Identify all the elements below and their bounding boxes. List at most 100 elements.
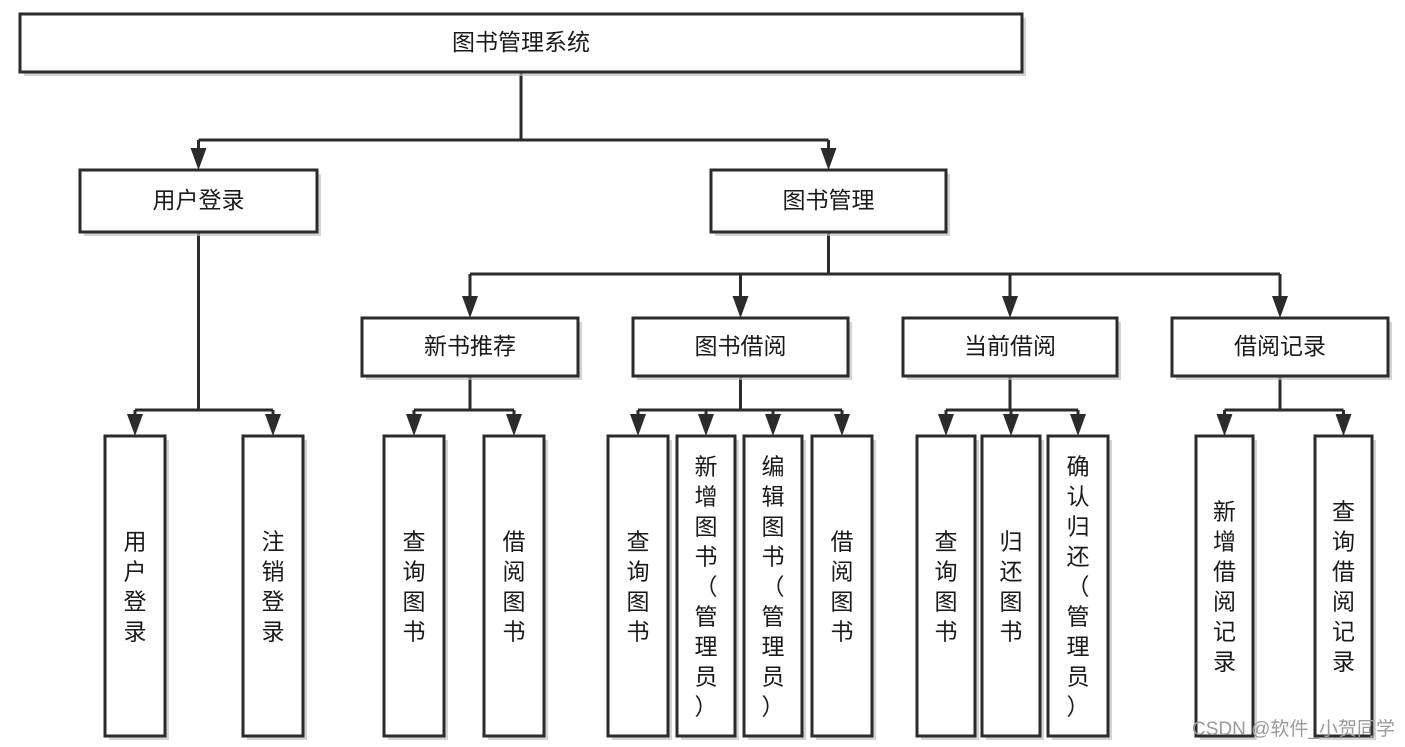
node-label-char: 新 [695,453,718,479]
node-label-char: 阅 [831,558,854,584]
node-label-char: 认 [1067,483,1090,509]
arrow-head [190,148,207,170]
node-label-char: （ [762,573,785,599]
node-box[interactable] [631,316,850,378]
node-label-char: 理 [1067,633,1090,659]
node-label-char: 记 [1213,618,1236,644]
node-label-char: 书 [831,618,854,644]
node-box[interactable] [103,434,167,738]
node-box[interactable] [1046,434,1110,738]
node-label-char: 图 [831,588,854,614]
node-box[interactable] [606,434,670,738]
arrow-head [765,414,781,436]
node-label-char: 录 [1213,648,1236,674]
node-new-book-recommend[interactable]: 新书推荐 [360,316,582,380]
node-box[interactable] [482,434,546,738]
node-box[interactable] [382,434,446,738]
node-label-char: 增 [1213,528,1236,554]
node-box[interactable] [980,434,1042,738]
node-box[interactable] [241,434,305,738]
node-label-char: 管 [762,603,785,629]
node-label: 新书推荐 [424,333,516,359]
node-label-char: 图 [695,513,718,539]
node-label-char: 记 [1332,618,1355,644]
node-label-char: ） [695,693,718,719]
node-current-borrow[interactable]: 当前借阅 [901,316,1121,380]
arrow-head [462,296,478,318]
node-label-char: 理 [695,633,718,659]
node-box[interactable] [78,168,319,234]
node-book-borrow[interactable]: 图书借阅 [631,316,852,380]
node-label-char: 询 [627,558,650,584]
node-label-char: 借 [1332,558,1355,584]
node-label-char: 归 [1000,528,1023,554]
node-label-char: 书 [503,618,526,644]
arrow-head [820,148,837,170]
node-label-char: 查 [935,528,958,554]
node-label-char: 图 [762,513,785,539]
node-label-char: 图 [627,588,650,614]
node-label: 用户登录 [153,187,245,213]
node-label-char: ） [1067,693,1090,719]
node-box[interactable] [709,168,948,234]
node-label-char: 录 [124,618,147,644]
node-box[interactable] [360,316,580,378]
node-label-char: 员 [762,663,785,689]
node-box[interactable] [810,434,874,738]
node-label-char: 书 [695,543,718,569]
arrow-head [938,414,954,436]
node-label-char: 书 [935,618,958,644]
node-box[interactable] [901,316,1119,378]
node-box[interactable] [18,12,1024,74]
node-leaf-user-login[interactable]: 用户登录 [103,434,169,740]
node-label-char: 登 [262,588,285,614]
node-label-char: 书 [1000,618,1023,644]
node-label: 图书借阅 [695,333,787,359]
node-label-char: 归 [1067,513,1090,539]
node-label-char: 书 [627,618,650,644]
node-label-char: （ [1067,573,1090,599]
node-box[interactable] [915,434,977,738]
node-box[interactable] [1313,434,1374,738]
node-label-char: 图 [403,588,426,614]
node-label-char: 增 [695,483,718,509]
node-user-login[interactable]: 用户登录 [78,168,321,236]
node-label-char: 用 [124,528,147,554]
arrow-head [1002,296,1018,318]
node-label-char: 借 [503,528,526,554]
node-box[interactable] [742,434,804,738]
node-box[interactable] [1194,434,1255,738]
node-box[interactable] [1170,316,1390,378]
node-label-char: 询 [403,558,426,584]
node-label-char: 图 [935,588,958,614]
node-label-char: 图 [1000,588,1023,614]
nodes-layer: 图书管理系统用户登录图书管理新书推荐图书借阅当前借阅借阅记录用户登录注销登录查询… [18,12,1392,740]
arrow-head [732,296,749,318]
node-label-char: 查 [627,528,650,554]
node-label-char: （ [695,573,718,599]
node-box[interactable] [675,434,737,738]
node-label-char: 书 [762,543,785,569]
node-label-char: 查 [1332,498,1355,524]
node-label-char: 借 [1213,558,1236,584]
arrow-head [127,414,143,436]
node-root[interactable]: 图书管理系统 [18,12,1026,76]
node-label-char: 员 [695,663,718,689]
arrow-head [506,414,522,436]
node-book-management[interactable]: 图书管理 [709,168,950,236]
node-borrow-records[interactable]: 借阅记录 [1170,316,1392,380]
